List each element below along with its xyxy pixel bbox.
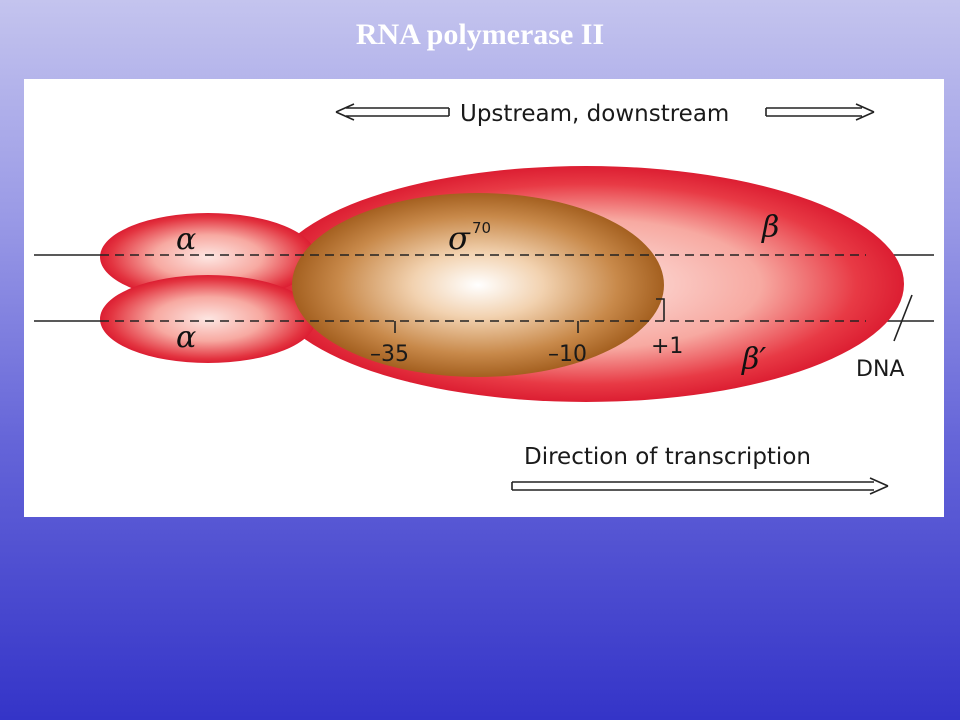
- slide-title: RNA polymerase II: [355, 18, 605, 51]
- position-ticks: [394, 298, 665, 333]
- dna-dashed-strands: [100, 254, 866, 322]
- direction-arrow-icon: [511, 477, 889, 495]
- downstream-arrow-icon: [765, 103, 875, 121]
- figure-panel: Upstream, downstream α α: [24, 79, 944, 517]
- sigma-superscript: 70: [472, 219, 491, 237]
- upstream-arrow-icon: [335, 103, 450, 121]
- polymerase-diagram: Upstream, downstream α α: [34, 101, 934, 495]
- upstream-downstream-label: Upstream, downstream: [460, 101, 729, 127]
- minus35-label: –35: [370, 342, 409, 367]
- minus10-label: –10: [548, 342, 587, 367]
- plus1-label: +1: [651, 334, 683, 359]
- sigma-factor: [292, 193, 664, 377]
- dna-pointer: [893, 294, 913, 342]
- alpha-top-label: α: [176, 222, 196, 257]
- sigma-label: σ: [448, 219, 471, 257]
- alpha-subunit-bottom: [100, 275, 316, 363]
- alpha-bottom-label: α: [176, 320, 196, 355]
- direction-label: Direction of transcription: [524, 444, 811, 470]
- beta-prime-label: β′: [741, 342, 766, 377]
- dna-label: DNA: [856, 357, 904, 382]
- alpha-subunit-top: [100, 213, 316, 301]
- beta-label: β: [761, 210, 779, 245]
